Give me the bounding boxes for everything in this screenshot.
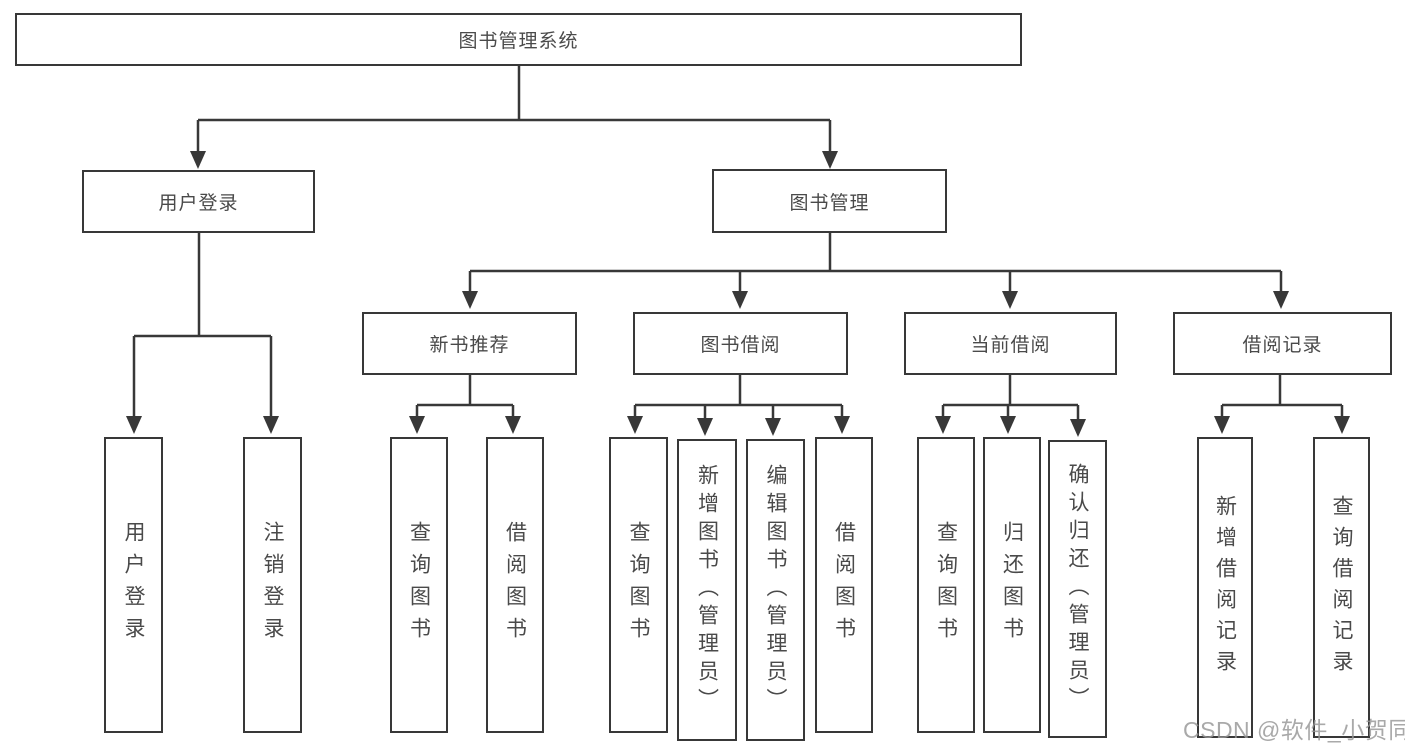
node-book-management: 图书管理: [712, 169, 947, 233]
node-leaf-query-books-3: 查询图书: [917, 437, 975, 733]
node-library-management-system: 图书管理系统: [15, 13, 1022, 66]
arrowheads: [126, 151, 1350, 437]
node-leaf-add-books-admin: 新增图书（管理员）: [677, 439, 737, 741]
node-leaf-query-books-2: 查询图书: [609, 437, 668, 733]
node-leaf-user-login: 用户登录: [104, 437, 163, 733]
node-current-borrow: 当前借阅: [904, 312, 1117, 375]
node-leaf-borrow-books-1: 借阅图书: [486, 437, 544, 733]
node-leaf-logout: 注销登录: [243, 437, 302, 733]
node-user-login: 用户登录: [82, 170, 315, 233]
node-leaf-query-borrow-record: 查询借阅记录: [1313, 437, 1370, 738]
node-leaf-return-books: 归还图书: [983, 437, 1041, 733]
node-leaf-query-books-1: 查询图书: [390, 437, 448, 733]
node-borrow-records: 借阅记录: [1173, 312, 1392, 375]
node-new-book-recommend: 新书推荐: [362, 312, 577, 375]
node-book-borrow: 图书借阅: [633, 312, 848, 375]
node-leaf-borrow-books-2: 借阅图书: [815, 437, 873, 733]
node-leaf-edit-books-admin: 编辑图书（管理员）: [746, 439, 805, 741]
node-leaf-confirm-return-admin: 确认归还（管理员）: [1048, 440, 1107, 738]
node-leaf-add-borrow-record: 新增借阅记录: [1197, 437, 1253, 738]
